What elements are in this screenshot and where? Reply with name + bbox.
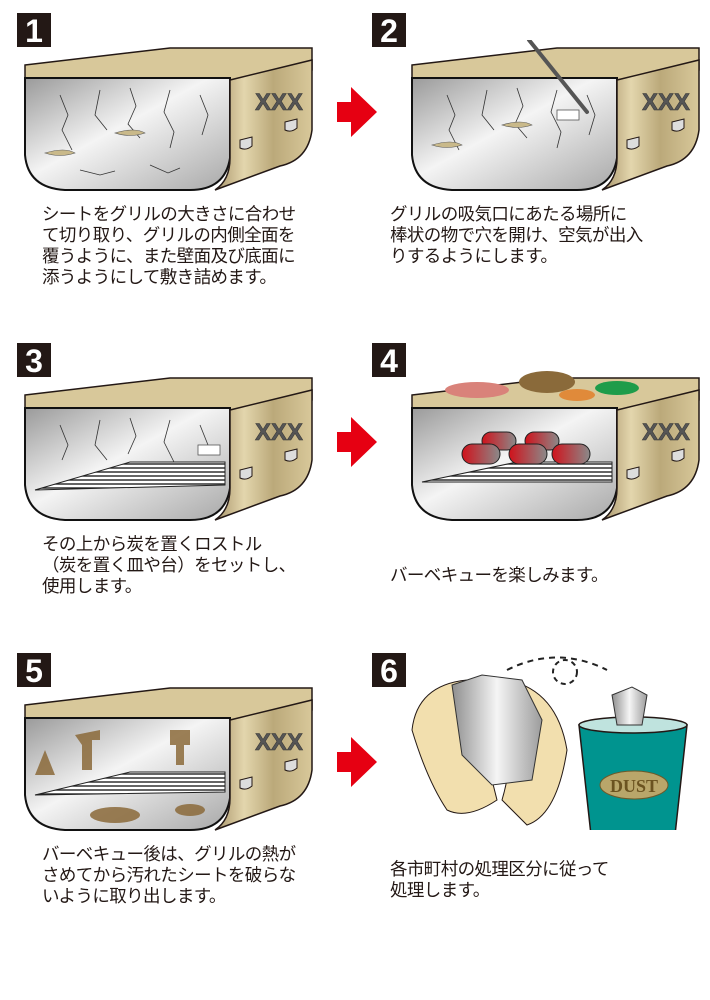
arrow-right-icon xyxy=(337,737,377,787)
step-number-badge: 2 xyxy=(372,13,406,49)
grill-label: XXX xyxy=(255,89,303,116)
step-caption: その上から炭を置くロストル （炭を置く皿や台）をセットし、 使用します。 xyxy=(42,535,296,597)
grate-icon xyxy=(34,461,226,491)
bin-label: DUST xyxy=(610,776,658,796)
step-number-badge: 3 xyxy=(17,343,51,379)
grill-foil-illustration: XXX xyxy=(24,47,313,191)
step-caption: グリルの吸気口にあたる場所に 棒状の物で穴を開け、空気が出入 りするようにします… xyxy=(390,205,643,267)
stain-icon xyxy=(35,730,205,823)
svg-text:XXX: XXX xyxy=(255,729,303,756)
svg-text:XXX: XXX xyxy=(642,89,690,116)
stick-icon xyxy=(527,40,589,114)
step-caption: シートをグリルの大きさに合わせ て切り取り、グリルの内側全面を 覆うように、また… xyxy=(42,205,296,288)
grill-grate-illustration: XXX xyxy=(24,377,313,521)
step-6: 6 DUST 各市町村の処理区分に従って 処理します。 xyxy=(355,640,710,970)
svg-text:XXX: XXX xyxy=(255,419,303,446)
charcoal-icon xyxy=(461,431,591,465)
arrow-right-icon xyxy=(337,417,377,467)
step-number-badge: 1 xyxy=(17,13,51,49)
step-5: 5 XXX バーベキュー後は、グリルの熱が さめてから汚れたシートを破らな いよ… xyxy=(0,640,355,970)
dirty-sheet-illustration: XXX xyxy=(24,687,313,831)
crumpled-sheet-icon xyxy=(451,674,543,786)
step-2: 2 XXX グリルの吸気口にあたる場所に 棒状の物で穴を開け、空気が出入 りする… xyxy=(355,0,710,330)
step-1: 1 XXX シートをグリルの大きさに合わせ て切り取り、グリルの内側全面を 覆う… xyxy=(0,0,355,330)
step-4: 4 XXX バーベキューを楽しみます。 xyxy=(355,330,710,660)
step-caption: バーベキュー後は、グリルの熱が さめてから汚れたシートを破らな いように取り出し… xyxy=(42,845,296,907)
bbq-cooking-illustration: XXX xyxy=(411,371,700,521)
arrow-right-icon xyxy=(337,87,377,137)
step-3: 3 XXX その上から炭を置くロストル （炭を置く皿や台）をセットし、 使用しま… xyxy=(0,330,355,660)
step-number-badge: 6 xyxy=(372,653,406,689)
svg-text:XXX: XXX xyxy=(642,419,690,446)
step-caption: 各市町村の処理区分に従って 処理します。 xyxy=(390,860,609,901)
trash-bin-icon: DUST xyxy=(578,686,688,830)
step-number-badge: 4 xyxy=(372,343,406,379)
food-icon xyxy=(445,371,639,401)
step-caption: バーベキューを楽しみます。 xyxy=(390,566,609,586)
poke-air-hole-illustration: XXX xyxy=(411,40,700,191)
dispose-illustration: DUST xyxy=(411,656,688,830)
step-number-badge: 5 xyxy=(17,653,51,689)
hands-icon xyxy=(411,674,568,826)
